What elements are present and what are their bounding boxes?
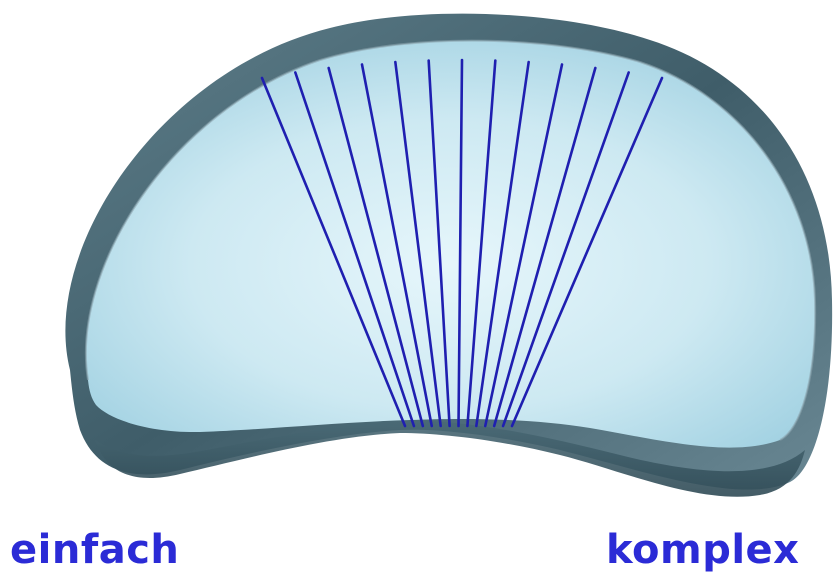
label-komplex: komplex — [606, 530, 799, 570]
label-einfach: einfach — [10, 530, 179, 570]
